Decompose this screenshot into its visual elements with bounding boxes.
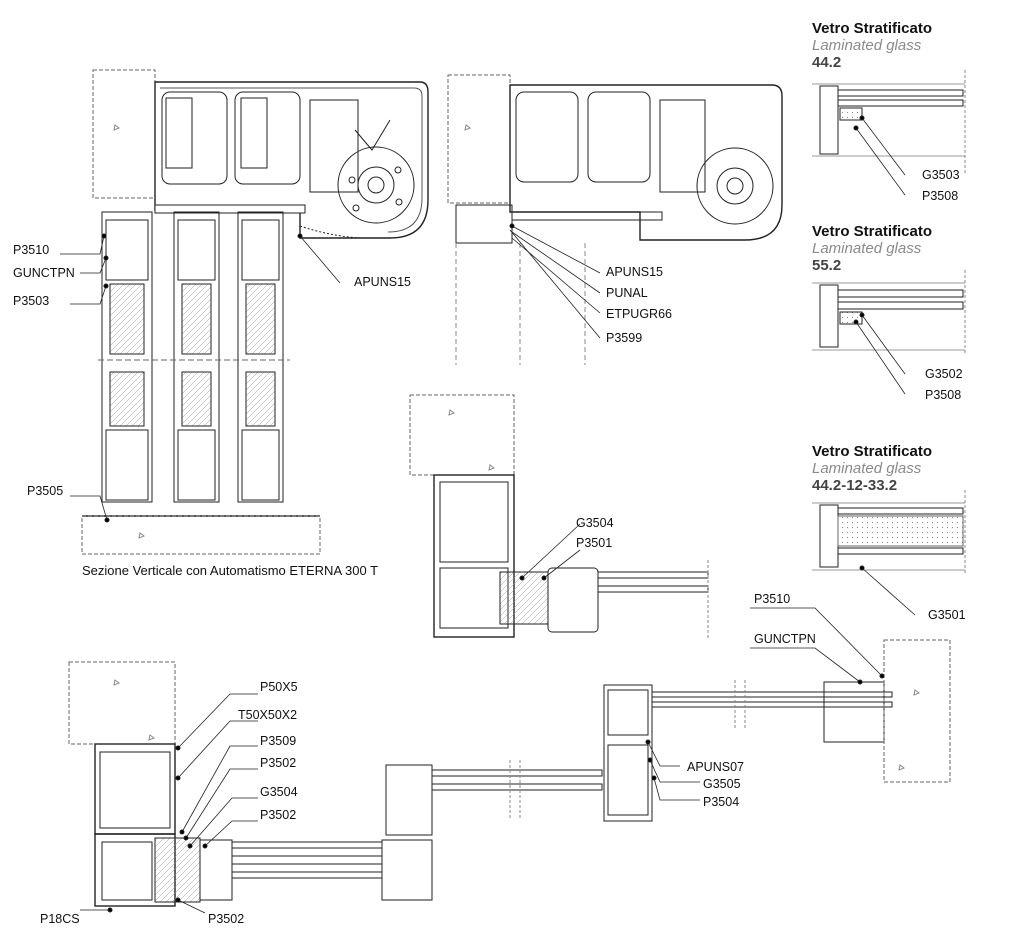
- label-p3509: P3509: [260, 734, 297, 748]
- label-p3502-a: P3502: [260, 756, 297, 770]
- glass-details-drawing: [812, 70, 966, 616]
- label-p3510-right: P3510: [754, 592, 791, 606]
- label-p3502-c: P3502: [208, 912, 245, 926]
- glass-type-1-spec: 44.2: [812, 54, 842, 71]
- label-apuns07: APUNS07: [687, 760, 744, 774]
- label-p3510-vertical: P3510: [13, 243, 50, 257]
- label-apuns15-top: APUNS15: [606, 265, 663, 279]
- label-gunctpn-right: GUNCTPN: [754, 632, 816, 646]
- label-p3508-2: P3508: [925, 388, 962, 402]
- glass-type-1: Vetro Stratificato Laminated glass 44.2: [812, 20, 1022, 72]
- label-p3599: P3599: [606, 331, 643, 345]
- label-g3501: G3501: [928, 608, 966, 622]
- label-p18cs: P18CS: [40, 912, 80, 926]
- label-p3505: P3505: [27, 484, 64, 498]
- bottom-right-detail-drawing: [603, 607, 951, 822]
- vertical-section-drawing: [60, 69, 429, 555]
- label-t50x50x2: T50X50X2: [238, 708, 298, 722]
- glass-type-3-title: Vetro Stratificato: [812, 443, 933, 460]
- glass-type-3-spec: 44.2-12-33.2: [812, 477, 898, 494]
- label-p3503: P3503: [13, 294, 50, 308]
- label-etpugr66: ETPUGR66: [606, 307, 672, 321]
- glass-type-1-subtitle: Laminated glass: [812, 37, 922, 54]
- label-g3502-glass: G3502: [925, 367, 963, 381]
- top-section-drawing: [447, 74, 783, 365]
- glass-type-1-title: Vetro Stratificato: [812, 20, 933, 37]
- glass-type-3: Vetro Stratificato Laminated glass 44.2-…: [812, 443, 1022, 495]
- label-g3505: G3505: [703, 777, 741, 791]
- middle-detail-drawing: [409, 394, 709, 640]
- glass-type-2: Vetro Stratificato Laminated glass 55.2: [812, 223, 1022, 275]
- label-gunctpn-vertical: GUNCTPN: [13, 266, 75, 280]
- bottom-left-detail-drawing: [68, 661, 603, 914]
- label-apuns15-vertical: APUNS15: [354, 275, 411, 289]
- label-p3501: P3501: [576, 536, 613, 550]
- label-p3504: P3504: [703, 795, 740, 809]
- glass-type-2-spec: 55.2: [812, 257, 842, 274]
- label-punal: PUNAL: [606, 286, 648, 300]
- label-p3502-b: P3502: [260, 808, 297, 822]
- label-g3504-middle: G3504: [576, 516, 614, 530]
- glass-type-2-subtitle: Laminated glass: [812, 240, 922, 257]
- label-p50x5: P50X5: [260, 680, 298, 694]
- label-p3508-1: P3508: [922, 189, 959, 203]
- label-g3503: G3503: [922, 168, 960, 182]
- glass-type-3-subtitle: Laminated glass: [812, 460, 922, 477]
- label-g3504-bottom: G3504: [260, 785, 298, 799]
- glass-type-2-title: Vetro Stratificato: [812, 223, 933, 240]
- section-caption: Sezione Verticale con Automatismo ETERNA…: [82, 563, 379, 578]
